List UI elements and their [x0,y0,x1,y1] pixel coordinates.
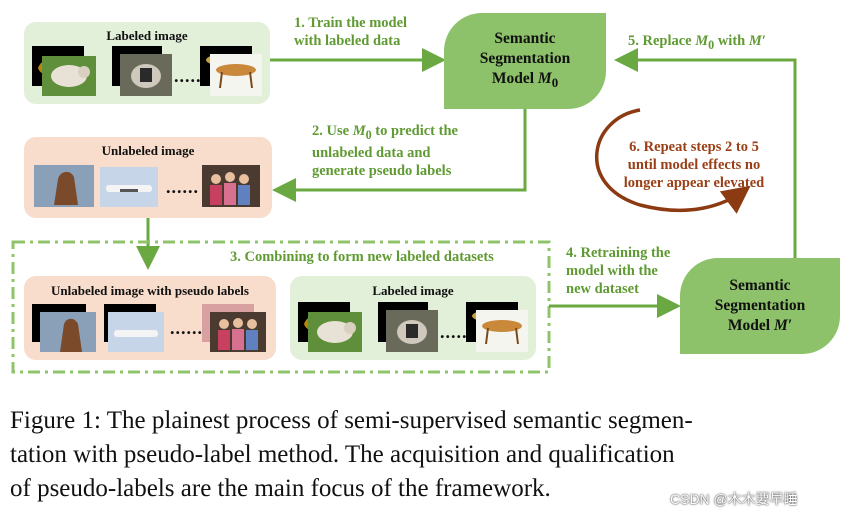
model-mprime: Semantic Segmentation Model M′ [680,258,840,354]
sheep-photo-thumb [42,56,96,96]
model-mprime-line3: Model [727,317,771,334]
labeled-dots: ...... [174,66,207,86]
step4-label: 4. Retraining the model with the new dat… [566,245,671,297]
step3-label: 3. Combining to form new labeled dataset… [230,249,494,265]
unlabeled-image-title: Unlabeled image [101,143,195,158]
horse-pseudo-thumb [40,312,96,352]
model-m0-symbol: M [537,69,552,87]
table-photo-thumb [210,54,262,96]
step5-label: 5. Replace M0 with M′ [628,33,766,52]
model-mprime-line1: Semantic [729,277,791,294]
model-mprime-symbol: M′ [773,317,793,334]
arrow-step5 [614,48,797,258]
cow-photo-thumb [120,54,172,96]
step6-label: 6. Repeat steps 2 to 5 until model effec… [623,139,765,191]
table-photo-thumb-2 [476,310,528,352]
labeled-image-box-2: Labeled image ...... [290,276,536,360]
pseudo-dots: ...... [170,318,203,338]
caption-line3: of pseudo-labels are the main focus of t… [10,475,551,502]
figure-caption: Figure 1: The plainest process of semi-s… [10,404,850,506]
step2-label: 2. Use M0 to predict the unlabeled data … [312,123,458,179]
caption-line2: tation with pseudo-label method. The acq… [10,441,675,468]
unlabeled-image-box: Unlabeled image ...... [24,137,272,218]
people-photo-thumb [202,165,260,207]
pseudo-label-title: Unlabeled image with pseudo labels [51,283,249,298]
watermark: CSDN @木木要早睡 [670,491,798,507]
model-mprime-line2: Segmentation [714,297,806,314]
people-pseudo-thumb [210,312,266,352]
plane-pseudo-thumb [108,312,164,352]
cow-photo-thumb-2 [386,310,438,352]
arrow-step2 [272,108,527,202]
model-m0: Semantic Segmentation Model M0 [444,13,606,109]
repeat-arrow [595,108,751,214]
step1-label: 1. Train the model with labeled data [294,15,408,49]
model-m0-line2: Segmentation [479,49,571,67]
model-m0-subscript: 0 [551,75,559,91]
labeled-dots-2: ...... [440,322,473,342]
horse-photo-thumb [34,165,94,207]
labeled-image-box: Labeled image ...... [24,22,270,104]
model-m0-line1: Semantic [494,29,556,47]
plane-photo-thumb [100,167,158,207]
sheep-photo-thumb-2 [308,312,362,352]
caption-line1: Figure 1: The plainest process of semi-s… [10,407,693,434]
model-m0-line3: Model [491,69,535,87]
diagram-arrows [11,48,797,374]
pseudo-label-box: Unlabeled image with pseudo labels .....… [24,276,276,360]
labeled-image-title: Labeled image [106,28,188,43]
labeled-image-title-2: Labeled image [372,283,454,298]
unlabeled-dots: ...... [166,177,199,197]
